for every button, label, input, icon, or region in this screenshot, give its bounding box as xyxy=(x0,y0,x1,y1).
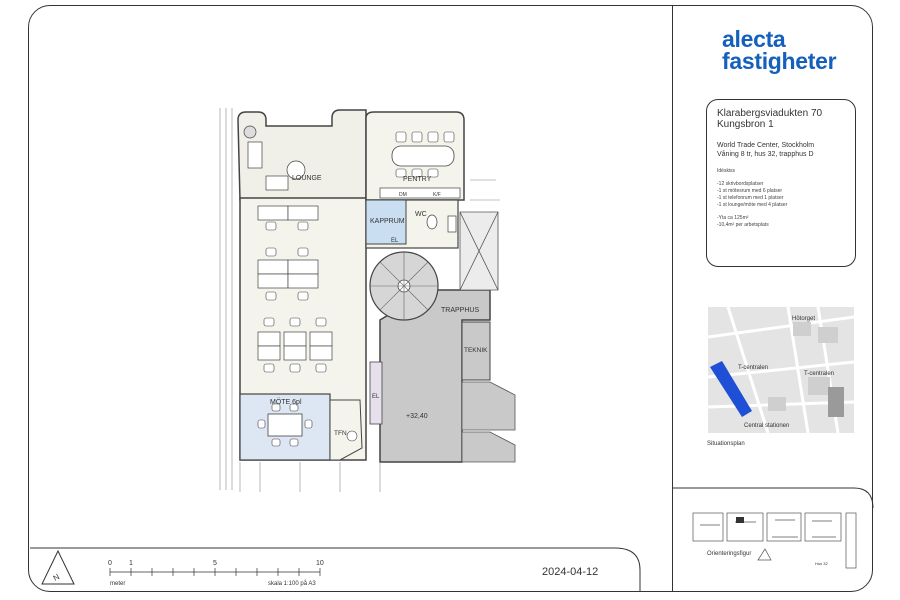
desk xyxy=(283,345,307,361)
drawing-sheet xyxy=(28,5,873,592)
room-label-wc: WC xyxy=(415,211,427,218)
stair-hall-area xyxy=(379,289,491,463)
room-label-teknik: TEKNIK xyxy=(464,347,488,354)
chair xyxy=(315,317,327,327)
svg-text:N: N xyxy=(52,572,62,583)
chair xyxy=(265,247,277,257)
exterior-wall-lines xyxy=(219,108,500,492)
scale-note: skala 1:100 på A3 xyxy=(268,580,316,587)
info-box: Klarabergsviadukten 70 Kungsbron 1 World… xyxy=(706,99,856,267)
chair xyxy=(265,291,277,301)
address-line-2: Kungsbron 1 xyxy=(717,119,774,130)
scale-tick-label: 0 xyxy=(108,560,112,567)
per-workplace-text: -10,4m² per arbetsplats xyxy=(717,222,769,228)
brand-logo: alecta fastigheter xyxy=(722,26,837,74)
room-label-pentry: PENTRY xyxy=(403,176,432,183)
orientation-caption: Orienteringsfigur xyxy=(707,551,752,557)
desk xyxy=(257,345,281,361)
brand-line-1: alecta xyxy=(722,26,786,52)
building-name: World Trade Center, Stockholm xyxy=(717,142,815,149)
feature-item: -1 st lounge/möte med 4 platser xyxy=(717,202,788,208)
scale-unit: meter xyxy=(110,581,125,587)
desk-group xyxy=(257,205,333,361)
chair-group xyxy=(263,221,327,373)
title-block-divider xyxy=(672,5,673,592)
chair xyxy=(297,291,309,301)
floor-level: +32,40 xyxy=(406,413,428,420)
exterior-shaft xyxy=(459,211,516,463)
floor-description: Våning 8 tr, hus 32, trapphus D xyxy=(717,151,814,158)
room-label-tfn: TFN xyxy=(334,430,347,437)
site-map-graphic: Hötorget T-centralen T-centralen Central… xyxy=(708,307,854,433)
desk xyxy=(287,259,319,275)
desk xyxy=(257,273,289,289)
desk xyxy=(257,259,289,275)
room-label-kf: K/F xyxy=(433,192,441,198)
feature-item: -1 st mötesrum med 6 platser xyxy=(717,188,783,194)
pentry-table xyxy=(379,131,461,199)
desk xyxy=(257,205,289,221)
spiral-stair xyxy=(369,251,439,321)
room-label-trapphus: TRAPPHUS xyxy=(441,307,479,314)
room-label-el-small: EL xyxy=(391,238,399,244)
kapprum-area xyxy=(365,199,407,245)
sketch-label: Idéskiss xyxy=(717,168,736,174)
map-label: Hötorget xyxy=(792,316,815,322)
desk xyxy=(309,331,333,347)
site-highlight xyxy=(710,361,752,417)
room-label-dm: DM xyxy=(399,192,407,198)
desk xyxy=(287,205,319,221)
chair xyxy=(289,317,301,327)
el-shaft xyxy=(369,361,383,425)
feature-item: -12 skrivbordsplatser xyxy=(717,181,764,187)
brand-line-2: fastigheter xyxy=(722,48,837,74)
chair xyxy=(297,247,309,257)
scale-tick-label: 1 xyxy=(129,560,133,567)
room-label-lounge: LOUNGE xyxy=(292,175,322,182)
chair xyxy=(289,363,301,373)
wc-fixtures xyxy=(426,214,457,233)
scale-bar: 0 1 5 10 meter skala 1:100 på A3 xyxy=(108,560,324,587)
scale-tick-label: 5 xyxy=(213,560,217,567)
phone-booth-seat xyxy=(346,430,358,442)
desk xyxy=(287,273,319,289)
chair xyxy=(297,221,309,231)
room-label-mote: MÖTE 6pl xyxy=(270,398,302,406)
meeting-table xyxy=(257,403,313,447)
desk xyxy=(309,345,333,361)
feature-item: -1 st telefonrum med 1 platser xyxy=(717,195,784,201)
title-strip-border xyxy=(30,547,641,592)
orientation-frame xyxy=(672,487,874,509)
desk xyxy=(257,331,281,347)
drawing-date: 2024-04-12 xyxy=(542,566,599,578)
lounge-furniture xyxy=(243,125,306,191)
room-label-kapprum: KAPPRUM xyxy=(370,218,405,225)
chair xyxy=(263,317,275,327)
map-label: T-centralen xyxy=(738,365,768,371)
chair xyxy=(265,221,277,231)
room-label-el: EL xyxy=(372,394,380,400)
map-label: T-centralen xyxy=(804,371,834,377)
scale-tick-label: 10 xyxy=(316,560,324,567)
site-map-caption: Situationsplan xyxy=(707,441,745,447)
site-map: Hötorget T-centralen T-centralen Central… xyxy=(708,307,854,433)
feature-list: -12 skrivbordsplatser -1 st mötesrum med… xyxy=(717,181,845,209)
area-text: -Yta ca 125m² xyxy=(717,215,749,221)
phone-booth xyxy=(329,399,363,461)
map-label: Central stationen xyxy=(744,423,789,429)
teknik-area xyxy=(461,321,491,381)
north-arrow: N xyxy=(41,549,75,585)
address-line-1: Klarabergsviadukten 70 xyxy=(717,108,823,119)
desk xyxy=(283,331,307,347)
chair xyxy=(315,363,327,373)
chair xyxy=(263,363,275,373)
